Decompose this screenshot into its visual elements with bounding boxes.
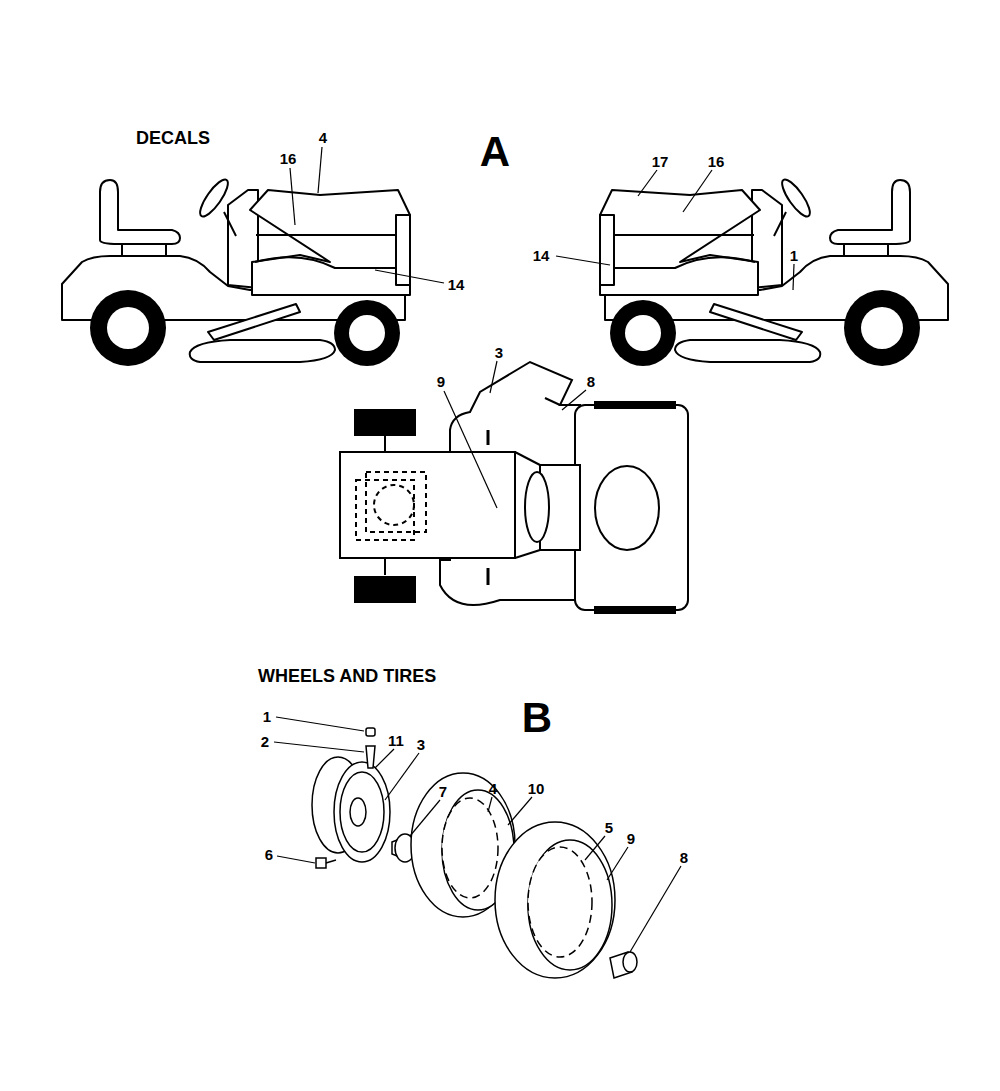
callout-number: 11 bbox=[388, 733, 404, 748]
wheel-parts bbox=[312, 728, 637, 978]
callout-number: 8 bbox=[680, 850, 688, 865]
callout-number: 5 bbox=[605, 820, 613, 835]
callout-number: 16 bbox=[280, 151, 297, 166]
callout-number: 3 bbox=[495, 345, 503, 360]
callout-number: 1 bbox=[790, 248, 798, 263]
mower-left-view bbox=[62, 176, 410, 366]
section-title: WHEELS AND TIRES bbox=[258, 667, 436, 685]
callout-number: 3 bbox=[417, 737, 425, 752]
leader-lines bbox=[274, 147, 794, 952]
callout-number: 2 bbox=[261, 734, 269, 749]
section-title: DECALS bbox=[136, 129, 210, 147]
callout-number: 7 bbox=[439, 784, 447, 799]
section-letter: A bbox=[480, 131, 510, 173]
callout-number: 14 bbox=[533, 248, 550, 263]
callout-number: 14 bbox=[448, 277, 465, 292]
callout-number: 10 bbox=[528, 781, 545, 796]
callout-number: 17 bbox=[652, 154, 669, 169]
callout-number: 4 bbox=[489, 781, 497, 796]
section-letter: B bbox=[522, 697, 552, 739]
callout-number: 4 bbox=[319, 130, 327, 145]
mower-right-view bbox=[600, 176, 948, 366]
callout-number: 9 bbox=[437, 374, 445, 389]
callout-number: 8 bbox=[587, 374, 595, 389]
callout-number: 9 bbox=[627, 831, 635, 846]
callout-number: 6 bbox=[265, 847, 273, 862]
callout-number: 1 bbox=[263, 709, 271, 724]
mower-top-view bbox=[340, 362, 688, 613]
callout-number: 16 bbox=[708, 154, 725, 169]
